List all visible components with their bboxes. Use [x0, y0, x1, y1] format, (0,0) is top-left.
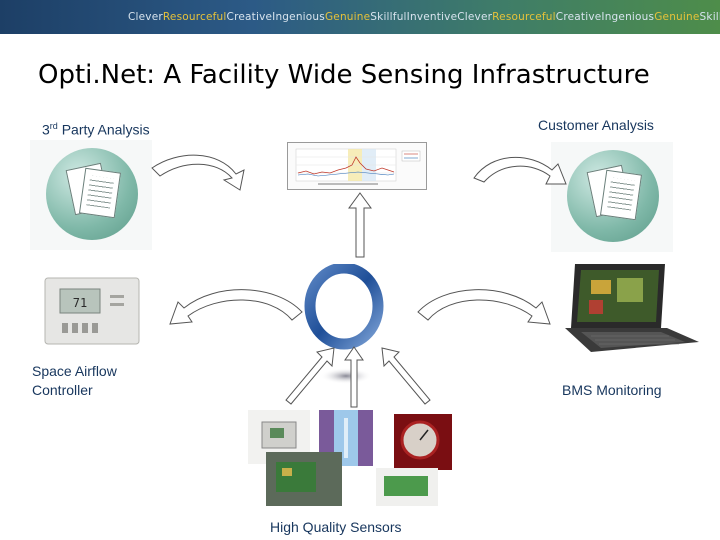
curved-arrow-icon	[470, 148, 570, 192]
diagonal-arrow-icon	[284, 346, 338, 406]
thermostat-icon: 71	[44, 277, 140, 345]
curved-arrow-icon	[166, 282, 306, 330]
bms-monitoring-label: BMS Monitoring	[562, 382, 662, 398]
page-title: Opti.Net: A Facility Wide Sensing Infras…	[38, 60, 650, 90]
line-chart-thumbnail	[287, 142, 427, 190]
rack-monitor-icon	[561, 258, 701, 354]
third-party-analysis-label: 3rd Party Analysis	[42, 121, 150, 138]
high-quality-sensors-label: High Quality Sensors	[270, 519, 402, 535]
document-icon	[30, 140, 152, 250]
customer-analysis-label: Customer Analysis	[538, 117, 654, 133]
sensors-collage	[248, 410, 454, 510]
space-airflow-label-line2: Controller	[32, 382, 93, 398]
space-airflow-label-line1: Space Airflow	[32, 363, 117, 379]
curved-arrow-icon	[148, 148, 248, 192]
curved-arrow-icon	[414, 282, 554, 330]
up-arrow-icon	[344, 346, 364, 408]
banner-text: CleverResourcefulCreativeIngeniousGenuin…	[128, 11, 720, 23]
up-arrow-icon	[348, 192, 372, 258]
diagonal-arrow-icon	[378, 346, 432, 406]
top-banner: CleverResourcefulCreativeIngeniousGenuin…	[0, 0, 720, 34]
svg-text:71: 71	[73, 296, 87, 310]
